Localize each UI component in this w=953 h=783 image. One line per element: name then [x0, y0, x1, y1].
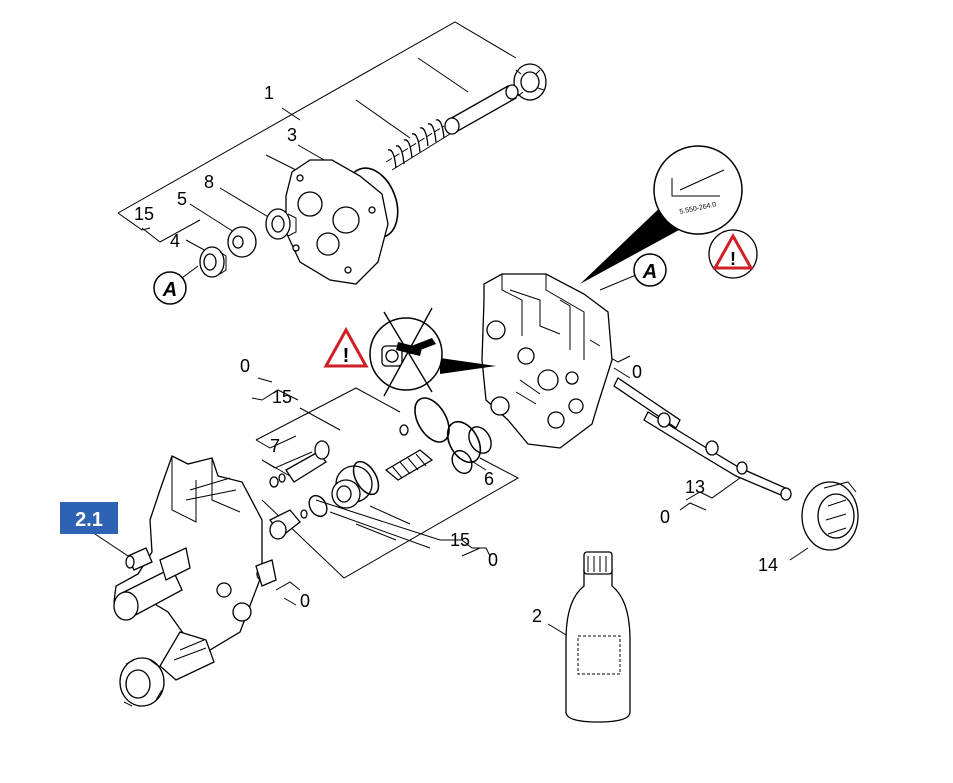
- top-seal-assembly: [199, 63, 547, 285]
- warning-glyph: !: [730, 249, 736, 269]
- ring-5-part: [227, 226, 257, 258]
- callout-a-right: A: [633, 253, 667, 287]
- part-label: 5: [177, 189, 187, 209]
- spring-part: [385, 119, 451, 171]
- part-label: 15: [450, 530, 470, 550]
- part-label: 0: [488, 550, 498, 570]
- valve-parts: [269, 397, 492, 540]
- pointer-wedge: [440, 358, 496, 374]
- part-label: 15: [134, 204, 154, 224]
- pump-head-part: [481, 273, 613, 449]
- magnifier-valve: [369, 307, 443, 397]
- svg-text:A: A: [162, 279, 177, 301]
- part-label: 0: [300, 591, 310, 611]
- cap-ring-part: [513, 63, 547, 101]
- warning-glyph: !: [343, 345, 350, 367]
- part-label: 14: [758, 555, 778, 575]
- magnifier-stamp: 5.550-264.0: [653, 145, 743, 235]
- part-label: 2: [532, 606, 542, 626]
- part-label: 0: [240, 356, 250, 376]
- part-label: 0: [660, 507, 670, 527]
- part-label: 1: [264, 83, 274, 103]
- oil-bottle-part: [565, 551, 631, 723]
- part-label: 6: [484, 469, 494, 489]
- callout-a-left: A: [153, 271, 187, 305]
- part-label: 13: [685, 477, 705, 497]
- seal-8-part: [265, 208, 297, 240]
- pressure-hose-part: [613, 377, 792, 501]
- part-number-labels: 1 3 8 5 15 4 0 15 7 6 0 13 0 14 15 0 0 2: [134, 83, 778, 626]
- svg-text:2.1: 2.1: [75, 509, 103, 531]
- manifold-part: [113, 455, 277, 707]
- part-label: 15: [272, 387, 292, 407]
- warning-triangle-icon: !: [323, 326, 369, 368]
- pump-plate-part: [285, 159, 389, 285]
- leader-lines: [91, 21, 809, 637]
- part-label: 3: [287, 125, 297, 145]
- part-label: 0: [632, 362, 642, 382]
- part-label: 7: [270, 436, 280, 456]
- part-label: 8: [204, 172, 214, 192]
- warning-triangle-icon: !: [708, 229, 758, 279]
- svg-text:A: A: [642, 261, 657, 283]
- seal-4-part: [199, 246, 227, 278]
- section-badge: 2.1: [60, 502, 118, 534]
- part-label: 4: [170, 231, 180, 251]
- knob-part: [801, 481, 859, 551]
- piston-part: [444, 84, 519, 135]
- pointer-wedge-top: [580, 200, 690, 284]
